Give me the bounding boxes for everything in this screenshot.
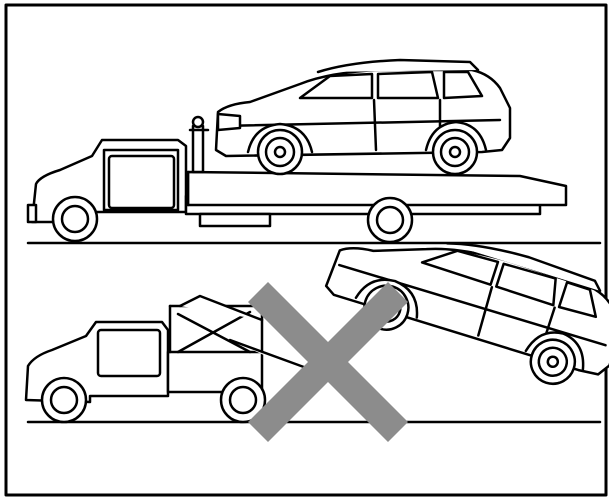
suv-being-lifted xyxy=(319,200,609,399)
flatbed-front-wheel xyxy=(53,197,97,241)
flatbed-rear-wheel xyxy=(368,198,412,242)
prohibited-x-icon xyxy=(248,282,408,442)
suv-rear-wheel xyxy=(433,130,477,174)
panel-tow-lift xyxy=(26,200,609,442)
towtruck-front-wheel xyxy=(42,378,86,422)
panel-flatbed xyxy=(28,60,600,243)
suv-on-flatbed xyxy=(216,60,510,174)
suv-front-wheel xyxy=(258,130,302,174)
